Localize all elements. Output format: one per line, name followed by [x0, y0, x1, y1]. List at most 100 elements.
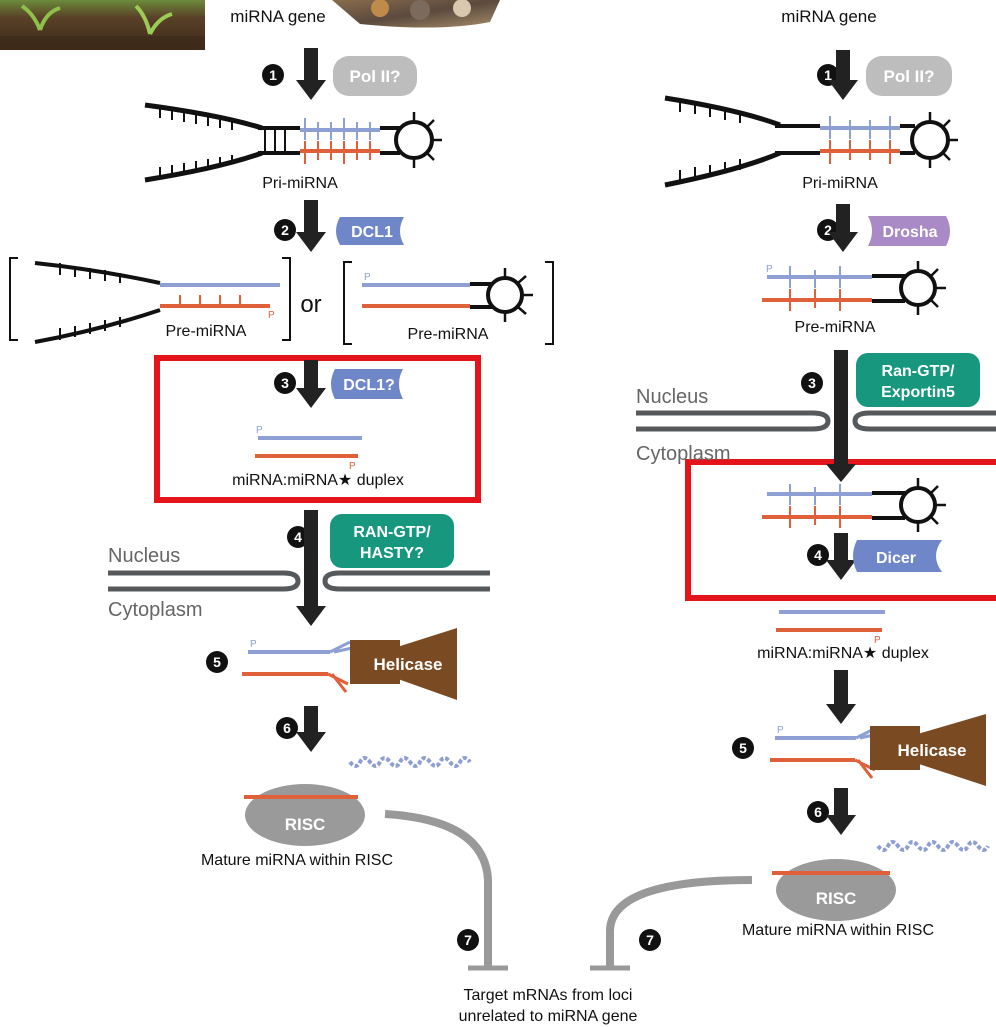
left-arrow-3 — [304, 360, 318, 390]
left-nuclear-membrane — [108, 570, 490, 592]
svg-text:Exportin5: Exportin5 — [881, 384, 955, 401]
left-passenger-strand — [348, 756, 472, 768]
svg-text:Pol II?: Pol II? — [884, 67, 935, 86]
right-step-4: 4 — [807, 544, 829, 566]
target-mrna-label-line2: unrelated to miRNA gene — [459, 1008, 638, 1025]
right-arrow-5 — [834, 670, 848, 708]
right-arrow-4 — [834, 533, 848, 563]
left-gene-label: miRNA gene — [230, 7, 325, 26]
right-ran-gtp-exportin5-pill: Ran-GTP/ Exportin5 — [856, 353, 980, 407]
right-polii-pill: Pol II? — [866, 56, 952, 96]
left-pre-mirna-label-b: Pre-miRNA — [408, 326, 489, 343]
svg-text:3: 3 — [808, 375, 816, 391]
left-cytoplasm-label: Cytoplasm — [108, 599, 202, 621]
right-mirna-duplex: P — [776, 610, 885, 646]
svg-text:RAN-GTP/: RAN-GTP/ — [353, 524, 431, 541]
svg-text:4: 4 — [294, 529, 302, 545]
svg-text:P: P — [364, 272, 371, 283]
svg-text:P: P — [250, 639, 257, 650]
svg-text:4: 4 — [814, 547, 822, 563]
right-duplex-label: miRNA:miRNA★ duplex — [757, 645, 929, 662]
left-helicase: Helicase — [350, 628, 457, 700]
left-arrow-6 — [304, 706, 318, 736]
right-duplex-unwinding: P — [770, 725, 879, 779]
svg-text:1: 1 — [824, 67, 832, 83]
left-risc-complex: RISC — [244, 784, 365, 846]
right-inhibition-line — [606, 876, 753, 970]
left-step-3: 3 — [274, 372, 296, 394]
left-step-1: 1 — [262, 64, 284, 86]
left-nucleus-label: Nucleus — [108, 545, 180, 567]
svg-text:5: 5 — [739, 740, 747, 756]
svg-text:2: 2 — [824, 222, 832, 238]
left-dcl1-enzyme: DCL1 — [336, 217, 404, 245]
left-mature-label: Mature miRNA within RISC — [201, 852, 393, 869]
right-nucleus-label: Nucleus — [636, 386, 708, 408]
svg-text:2: 2 — [281, 222, 289, 238]
svg-text:RISC: RISC — [285, 815, 326, 834]
right-arrow-3 — [834, 350, 848, 470]
or-label: or — [300, 291, 321, 318]
svg-text:P: P — [777, 725, 784, 736]
svg-text:Helicase: Helicase — [374, 655, 443, 674]
svg-text:P: P — [874, 635, 881, 646]
right-risc-complex: RISC — [772, 859, 896, 921]
svg-text:3: 3 — [281, 375, 289, 391]
right-arrow-2 — [836, 204, 850, 234]
right-nuclear-membrane — [636, 410, 996, 432]
bracket-left-a — [9, 257, 291, 341]
animals-collage-image — [332, 0, 500, 28]
plant-seedling-image — [0, 0, 205, 50]
target-mrna-label-line1: Target mRNAs from loci — [464, 987, 633, 1004]
left-polii-pill: Pol II? — [333, 56, 417, 96]
svg-text:Helicase: Helicase — [898, 741, 967, 760]
highlight-box-left — [154, 355, 481, 503]
left-step-6: 6 — [276, 717, 298, 739]
right-gene-label: miRNA gene — [781, 7, 876, 26]
left-step-7: 7 — [457, 929, 479, 951]
svg-text:Drosha: Drosha — [882, 224, 937, 241]
svg-text:5: 5 — [213, 654, 221, 670]
left-mirna-duplex: P P — [255, 425, 362, 472]
right-step-5: 5 — [732, 737, 754, 759]
left-pre-mirna-label-a: Pre-miRNA — [166, 323, 247, 340]
svg-text:Dicer: Dicer — [876, 550, 916, 567]
bracket-left-b — [343, 261, 554, 345]
right-pri-mirna-label: Pri-miRNA — [802, 175, 878, 192]
right-pre-mirna-label: Pre-miRNA — [795, 319, 876, 336]
left-step-4: 4 — [287, 526, 309, 548]
right-dicer-enzyme: Dicer — [853, 540, 942, 572]
svg-text:6: 6 — [814, 804, 822, 820]
svg-text:Ran-GTP/: Ran-GTP/ — [882, 363, 955, 380]
left-dcl1-question-enzyme: DCL1? — [331, 369, 403, 399]
right-step-3: 3 — [801, 372, 823, 394]
left-step-2: 2 — [274, 219, 296, 241]
right-arrow-6 — [834, 788, 848, 818]
svg-text:P: P — [256, 425, 263, 436]
left-arrow-1 — [304, 48, 318, 82]
svg-text:HASTY?: HASTY? — [360, 545, 424, 562]
right-pre-mirna-cytoplasm — [762, 478, 946, 532]
left-pri-mirna-hairpin — [144, 102, 442, 183]
left-duplex-unwinding: P — [242, 639, 353, 693]
left-pre-mirna-b: P — [362, 268, 533, 322]
left-inhibition-line — [384, 810, 492, 970]
right-mature-label: Mature miRNA within RISC — [742, 922, 934, 939]
right-step-7: 7 — [639, 929, 661, 951]
left-ran-gtp-hasty-pill: RAN-GTP/ HASTY? — [330, 514, 454, 568]
step-1-marker — [262, 64, 284, 86]
svg-text:DCL1?: DCL1? — [343, 377, 395, 394]
svg-text:Pol II?: Pol II? — [350, 67, 401, 86]
right-arrow-1 — [836, 50, 850, 82]
left-arrow-2 — [304, 200, 318, 235]
svg-text:P: P — [766, 264, 773, 275]
svg-text:6: 6 — [283, 720, 291, 736]
left-arrow-4 — [304, 510, 318, 610]
right-cytoplasm-label: Cytoplasm — [636, 443, 730, 465]
right-helicase: Helicase — [870, 714, 986, 786]
svg-text:7: 7 — [464, 932, 472, 948]
svg-text:DCL1: DCL1 — [351, 224, 393, 241]
left-duplex-label: miRNA:miRNA★ duplex — [232, 472, 404, 489]
